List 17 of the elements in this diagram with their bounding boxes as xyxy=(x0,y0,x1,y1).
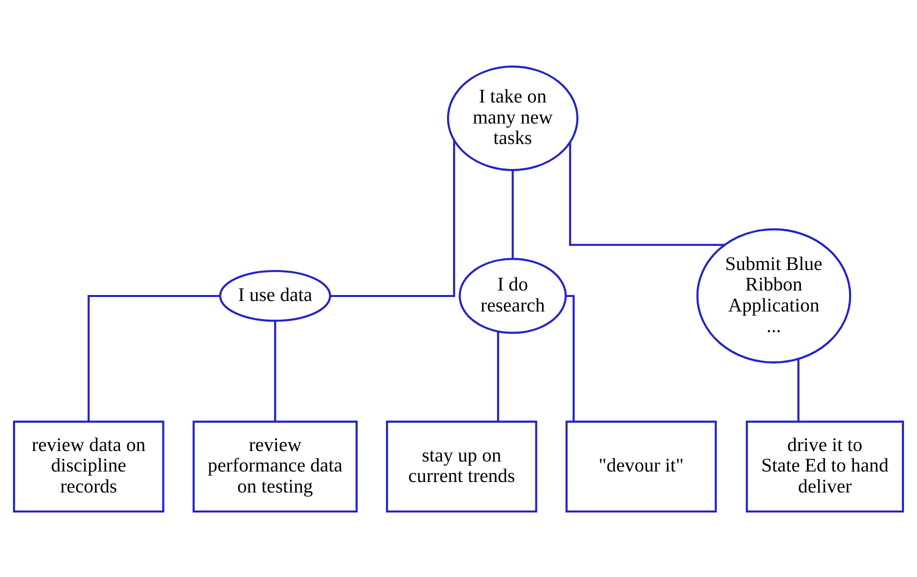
node-box: "devour it" xyxy=(566,420,717,512)
connector xyxy=(512,170,514,258)
node-ellipse: I do research xyxy=(458,257,567,334)
node-box: review data on discipline records xyxy=(13,420,164,512)
connector xyxy=(569,142,724,246)
node-box: drive it to State Ed to hand deliver xyxy=(746,420,904,512)
node-box: review performance data on testing xyxy=(192,420,358,512)
node-ellipse: I use data xyxy=(219,269,332,322)
node-box: stay up on current trends xyxy=(386,420,538,512)
connector xyxy=(330,140,456,297)
node-ellipse: Submit Blue Ribbon Application ... xyxy=(696,228,852,363)
connector xyxy=(88,294,220,421)
node-ellipse: I take on many new tasks xyxy=(446,65,578,171)
connector xyxy=(566,294,575,421)
connector xyxy=(274,320,276,421)
connector xyxy=(797,358,800,421)
connector xyxy=(497,331,500,421)
